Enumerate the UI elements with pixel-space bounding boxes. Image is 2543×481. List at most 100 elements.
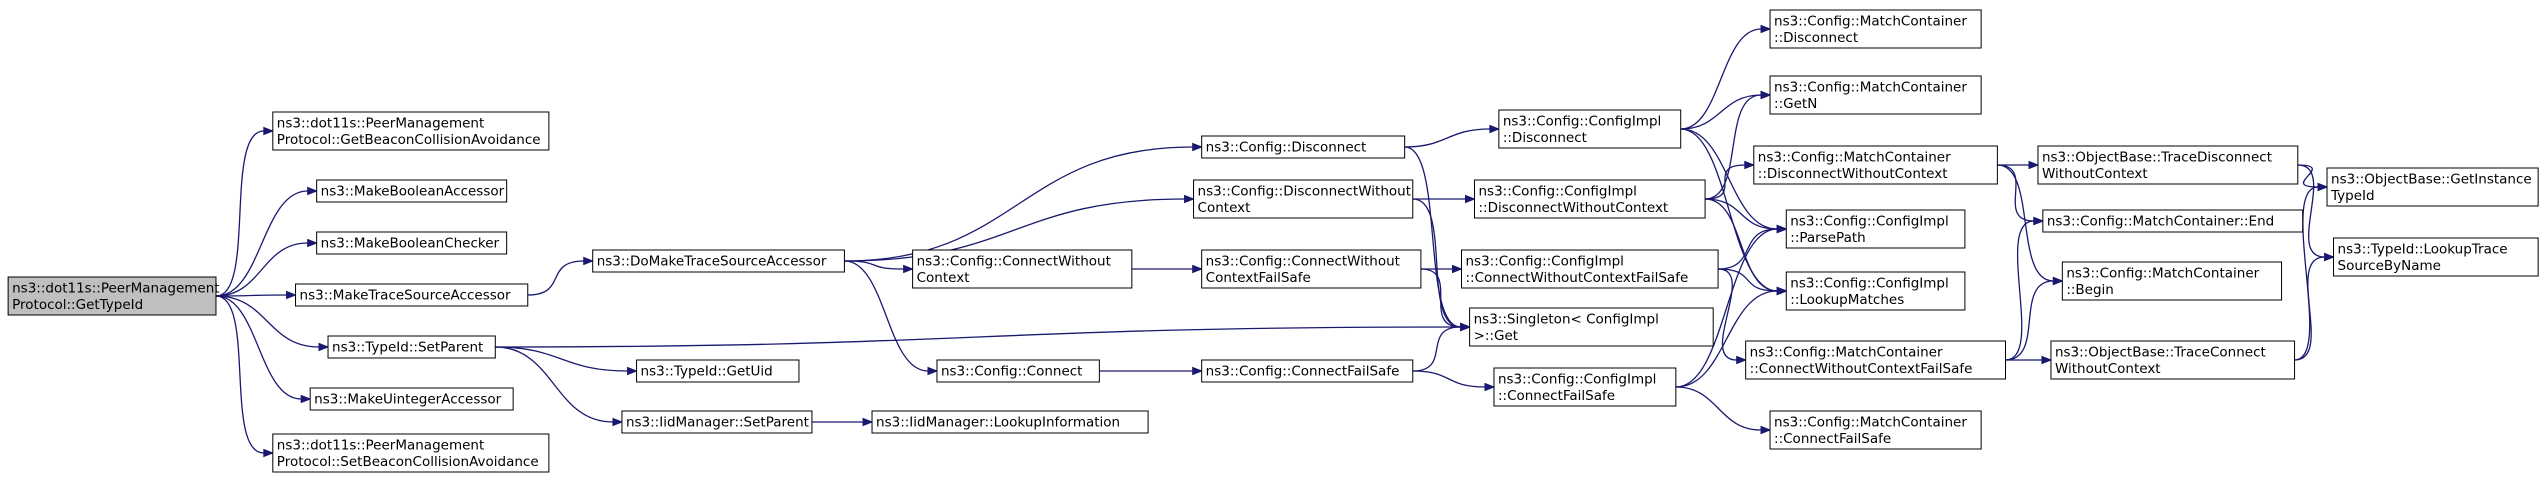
node-label: ns3::Config::DisconnectWithout	[1198, 183, 1411, 199]
edge-cfgconnwoc-to-cfgconnwocfs	[1131, 264, 1204, 274]
edge-root-to-mkboolchk	[215, 238, 319, 297]
edge-implDisconnect-to-mcDisconnect	[1680, 24, 1772, 130]
edge-arrowhead	[627, 366, 638, 376]
edge-line	[495, 346, 628, 372]
edge-cfgconnect-to-cfgconnfs	[1099, 366, 1204, 376]
node-mcGetN[interactable]: ns3::Config::MatchContainer::GetN	[1769, 75, 1982, 115]
node-label: ns3::Config::MatchContainer	[1774, 79, 1967, 95]
node-label: ::ConnectWithoutContextFailSafe	[1750, 361, 1973, 377]
edge-implDiscWoc-to-mcGetN	[1705, 90, 1772, 200]
node-mktrace[interactable]: ns3::MakeTraceSourceAccessor	[295, 283, 529, 307]
node-getuid[interactable]: ns3::TypeId::GetUid	[636, 359, 800, 383]
edge-arrowhead	[1451, 264, 1463, 274]
node-label: ns3::ObjectBase::TraceConnect	[2055, 344, 2266, 360]
node-getbeacon[interactable]: ns3::dot11s::PeerManagementProtocol::Get…	[272, 111, 550, 151]
node-box	[327, 335, 496, 359]
node-implDisconnect[interactable]: ns3::Config::ConfigImpl::Disconnect	[1498, 109, 1682, 149]
node-box	[1201, 249, 1422, 289]
edge-line	[2294, 256, 2325, 361]
node-setparent[interactable]: ns3::TypeId::SetParent	[327, 335, 496, 359]
node-label: ns3::DoMakeTraceSourceAccessor	[597, 254, 827, 270]
node-mcDisconnect[interactable]: ns3::Config::MatchContainer::Disconnect	[1769, 9, 1982, 49]
node-mcConnFs[interactable]: ns3::Config::MatchContainer::ConnectFail…	[1769, 410, 1982, 450]
edge-arrowhead	[318, 342, 330, 352]
node-root[interactable]: ns3::dot11s::PeerManagementProtocol::Get…	[7, 276, 220, 316]
edge-mcConnWocFs-to-mcBegin	[2005, 276, 2064, 361]
node-box	[1469, 307, 1714, 347]
node-label: ::DisconnectWithoutContext	[1478, 200, 1668, 216]
node-obTraceDisc[interactable]: ns3::ObjectBase::TraceDisconnectWithoutC…	[2037, 145, 2299, 185]
edge-line	[2297, 164, 2325, 258]
node-implConnFs[interactable]: ns3::Config::ConfigImpl::ConnectFailSafe	[1493, 367, 1677, 407]
node-label: Protocol::GetTypeId	[12, 297, 143, 313]
edge-line	[2297, 164, 2319, 188]
node-box	[1473, 179, 1706, 219]
node-box	[1769, 410, 1982, 450]
edge-arrowhead	[903, 264, 915, 274]
edge-line	[1675, 228, 1778, 388]
node-cfgconnect[interactable]: ns3::Config::Connect	[936, 359, 1100, 383]
edge-line	[215, 295, 302, 400]
edge-root-to-setparent	[215, 295, 330, 352]
node-parsepath[interactable]: ns3::Config::ConfigImpl::ParsePath	[1785, 209, 1966, 249]
edge-arrowhead	[2324, 252, 2335, 262]
edge-line	[844, 260, 928, 372]
edge-line	[2005, 280, 2054, 361]
node-box	[316, 179, 508, 203]
node-lookupinfo[interactable]: ns3::IidManager::LookupInformation	[871, 410, 1149, 434]
edge-obTraceConn-to-lookupTrace	[2294, 252, 2335, 361]
node-box	[1201, 135, 1406, 159]
node-mcBegin[interactable]: ns3::Config::MatchContainer::Begin	[2061, 261, 2283, 301]
edge-arrowhead	[927, 366, 939, 376]
node-label: ns3::Config::Connect	[941, 364, 1083, 380]
edge-arrowhead	[1460, 322, 1471, 332]
node-label: ns3::ObjectBase::TraceDisconnect	[2042, 149, 2272, 165]
edge-cfgconnfs-to-singleton	[1412, 322, 1471, 372]
node-mkboolacc[interactable]: ns3::MakeBooleanAccessor	[316, 179, 508, 203]
node-implConnWocFs[interactable]: ns3::Config::ConfigImpl::ConnectWithoutC…	[1460, 249, 1719, 289]
node-box	[2326, 167, 2539, 207]
edge-line	[1404, 146, 1461, 328]
node-label: ns3::Config::MatchContainer	[1758, 149, 1951, 165]
node-label: ::GetN	[1774, 96, 1817, 112]
node-box	[621, 410, 813, 434]
node-box	[1460, 249, 1719, 289]
node-domake[interactable]: ns3::DoMakeTraceSourceAccessor	[592, 249, 845, 273]
node-label: >::Get	[1474, 328, 1518, 344]
node-mkuint[interactable]: ns3::MakeUintegerAccessor	[309, 387, 514, 411]
edge-line	[215, 130, 264, 297]
node-label: Protocol::SetBeaconCollisionAvoidance	[277, 454, 539, 470]
node-mkboolchk[interactable]: ns3::MakeBooleanChecker	[316, 231, 508, 255]
node-cfgdisconnect[interactable]: ns3::Config::Disconnect	[1201, 135, 1406, 159]
edge-arrowhead	[307, 238, 319, 248]
node-lookupmatches[interactable]: ns3::Config::ConfigImpl::LookupMatches	[1785, 271, 1966, 311]
node-label: ns3::TypeId::GetUid	[641, 364, 773, 380]
node-mcConnWocFs[interactable]: ns3::Config::MatchContainer::ConnectWith…	[1745, 340, 2006, 380]
node-iidsetparent[interactable]: ns3::IidManager::SetParent	[621, 410, 813, 434]
node-implDiscWoc[interactable]: ns3::Config::ConfigImpl::DisconnectWitho…	[1473, 179, 1706, 219]
edge-line	[1680, 94, 1762, 130]
edge-line	[844, 146, 1193, 262]
node-mcEnd[interactable]: ns3::Config::MatchContainer::End	[2042, 209, 2304, 233]
node-obTraceConn[interactable]: ns3::ObjectBase::TraceConnectWithoutCont…	[2050, 340, 2296, 380]
node-cfgconnfs[interactable]: ns3::Config::ConnectFailSafe	[1201, 359, 1414, 383]
node-label: ns3::Config::ConfigImpl	[1503, 113, 1661, 129]
node-setbeacon[interactable]: ns3::dot11s::PeerManagementProtocol::Set…	[272, 433, 550, 473]
node-mcDiscWoc[interactable]: ns3::Config::MatchContainer::DisconnectW…	[1753, 145, 1998, 185]
node-cfgconnwoc[interactable]: ns3::Config::ConnectWithoutContext	[912, 249, 1133, 289]
edge-line	[1680, 128, 1778, 230]
node-cfgdiscwoc[interactable]: ns3::Config::DisconnectWithoutContext	[1193, 179, 1414, 219]
edge-line	[215, 295, 320, 348]
edge-arrowhead	[1484, 382, 1496, 392]
function-nodes: ns3::dot11s::PeerManagementProtocol::Get…	[7, 9, 2539, 473]
node-box	[592, 249, 845, 273]
node-box	[272, 111, 550, 151]
node-label: ns3::Config::ConfigImpl	[1478, 183, 1636, 199]
node-label: ns3::MakeTraceSourceAccessor	[300, 288, 511, 304]
node-singleton[interactable]: ns3::Singleton< ConfigImpl >::Get	[1469, 307, 1714, 347]
node-label: Context	[917, 270, 970, 286]
node-cfgconnwocfs[interactable]: ns3::Config::ConnectWithoutContextFailSa…	[1201, 249, 1422, 289]
edge-line	[1412, 326, 1461, 372]
